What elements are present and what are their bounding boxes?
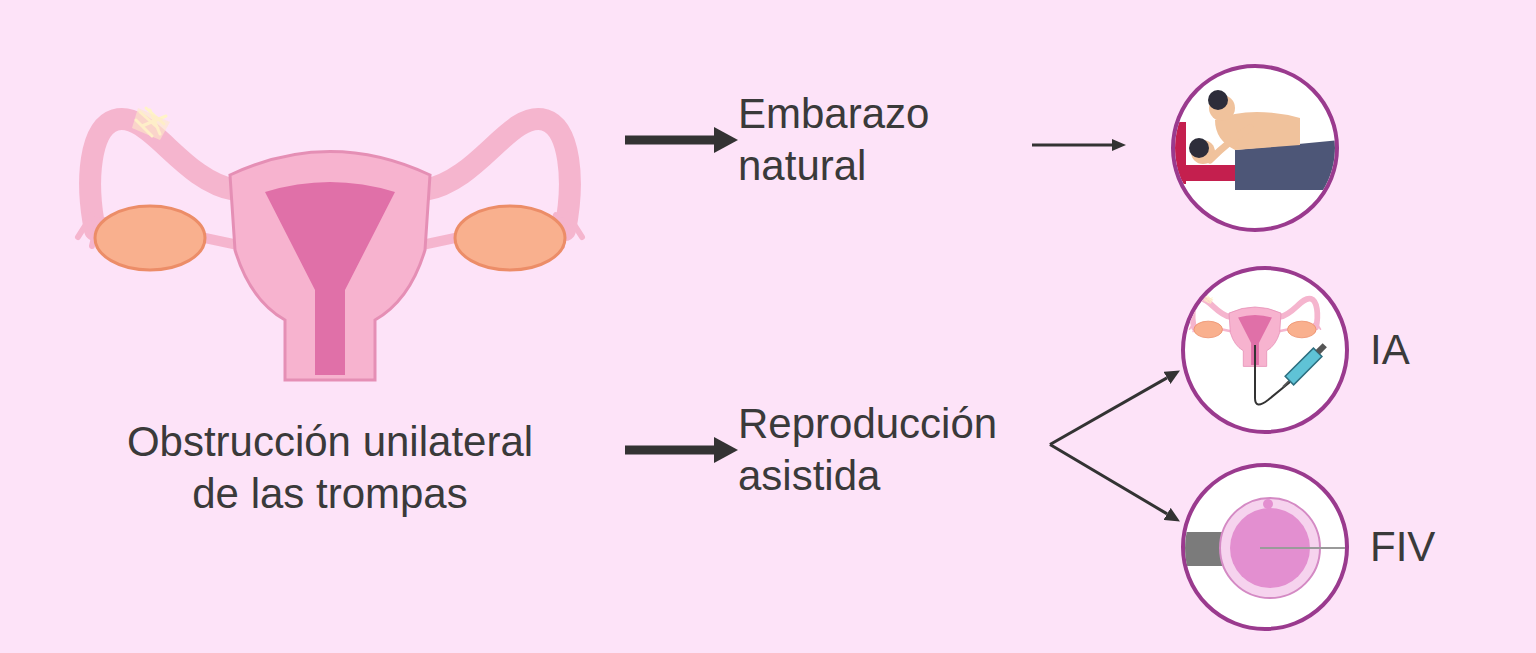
flow-arrow	[1050, 378, 1167, 445]
circle-shape	[1183, 268, 1347, 432]
couple-icon-part-part	[1210, 128, 1250, 160]
couple-icon-part-part	[1208, 90, 1228, 110]
ivf-icon-part	[1263, 499, 1273, 509]
insemination-icon-part-part	[1285, 348, 1322, 385]
uterus-illustration-part	[95, 206, 205, 270]
insemination-icon-part-part	[1316, 343, 1327, 354]
insemination-icon-part	[1279, 341, 1329, 391]
technique-label: IA	[1370, 324, 1410, 376]
circle-outline	[1180, 462, 1350, 632]
uterus-illustration-part	[455, 206, 565, 270]
ivf-icon-part	[1230, 508, 1310, 588]
ivf-icon-part	[1180, 532, 1223, 566]
ivf-icon-part	[1223, 540, 1233, 558]
step-label: Reproducción asistida	[738, 395, 1050, 505]
step-text: Reproducción asistida	[738, 398, 1050, 502]
tube-obstruction-part	[132, 108, 170, 140]
couple-icon-part	[1173, 66, 1337, 230]
flow-arrow	[1050, 445, 1167, 514]
ivf-icon-part	[1220, 498, 1320, 598]
ivf-icon	[1180, 498, 1350, 598]
insemination-icon-part	[1189, 296, 1320, 367]
ivf-icon-part	[1260, 547, 1350, 549]
tube-obstruction	[132, 108, 170, 140]
couple-icon-part-part	[1189, 138, 1209, 158]
couple-icon	[1172, 66, 1340, 230]
natural-arrow	[1032, 139, 1126, 151]
step-label: Embarazo natural	[738, 85, 978, 195]
technique-label: FIV	[1370, 521, 1435, 573]
uterus-illustration-part	[230, 152, 430, 381]
insemination-icon-part-part	[1283, 380, 1290, 387]
insemination-icon	[1189, 296, 1329, 405]
couple-icon-part	[1172, 90, 1340, 190]
technique-circle: IA	[1180, 265, 1440, 435]
insemination-icon-part	[1255, 345, 1290, 405]
uterus-illustration	[78, 108, 582, 380]
natural-arrow-part	[1112, 139, 1126, 151]
uterus-illustration-part	[265, 182, 395, 375]
circle-outline	[1180, 265, 1350, 435]
technique-circle: FIV	[1180, 462, 1460, 632]
step-text: Embarazo natural	[738, 88, 978, 192]
circle-shape	[1183, 465, 1347, 629]
flow-arrow	[625, 446, 714, 455]
illustration-node: Obstrucción unilateral de las trompas	[35, 90, 625, 520]
condition-caption: Obstrucción unilateral de las trompas	[115, 416, 545, 520]
flow-arrow	[625, 136, 714, 145]
natural-arrow-part	[1032, 144, 1113, 147]
